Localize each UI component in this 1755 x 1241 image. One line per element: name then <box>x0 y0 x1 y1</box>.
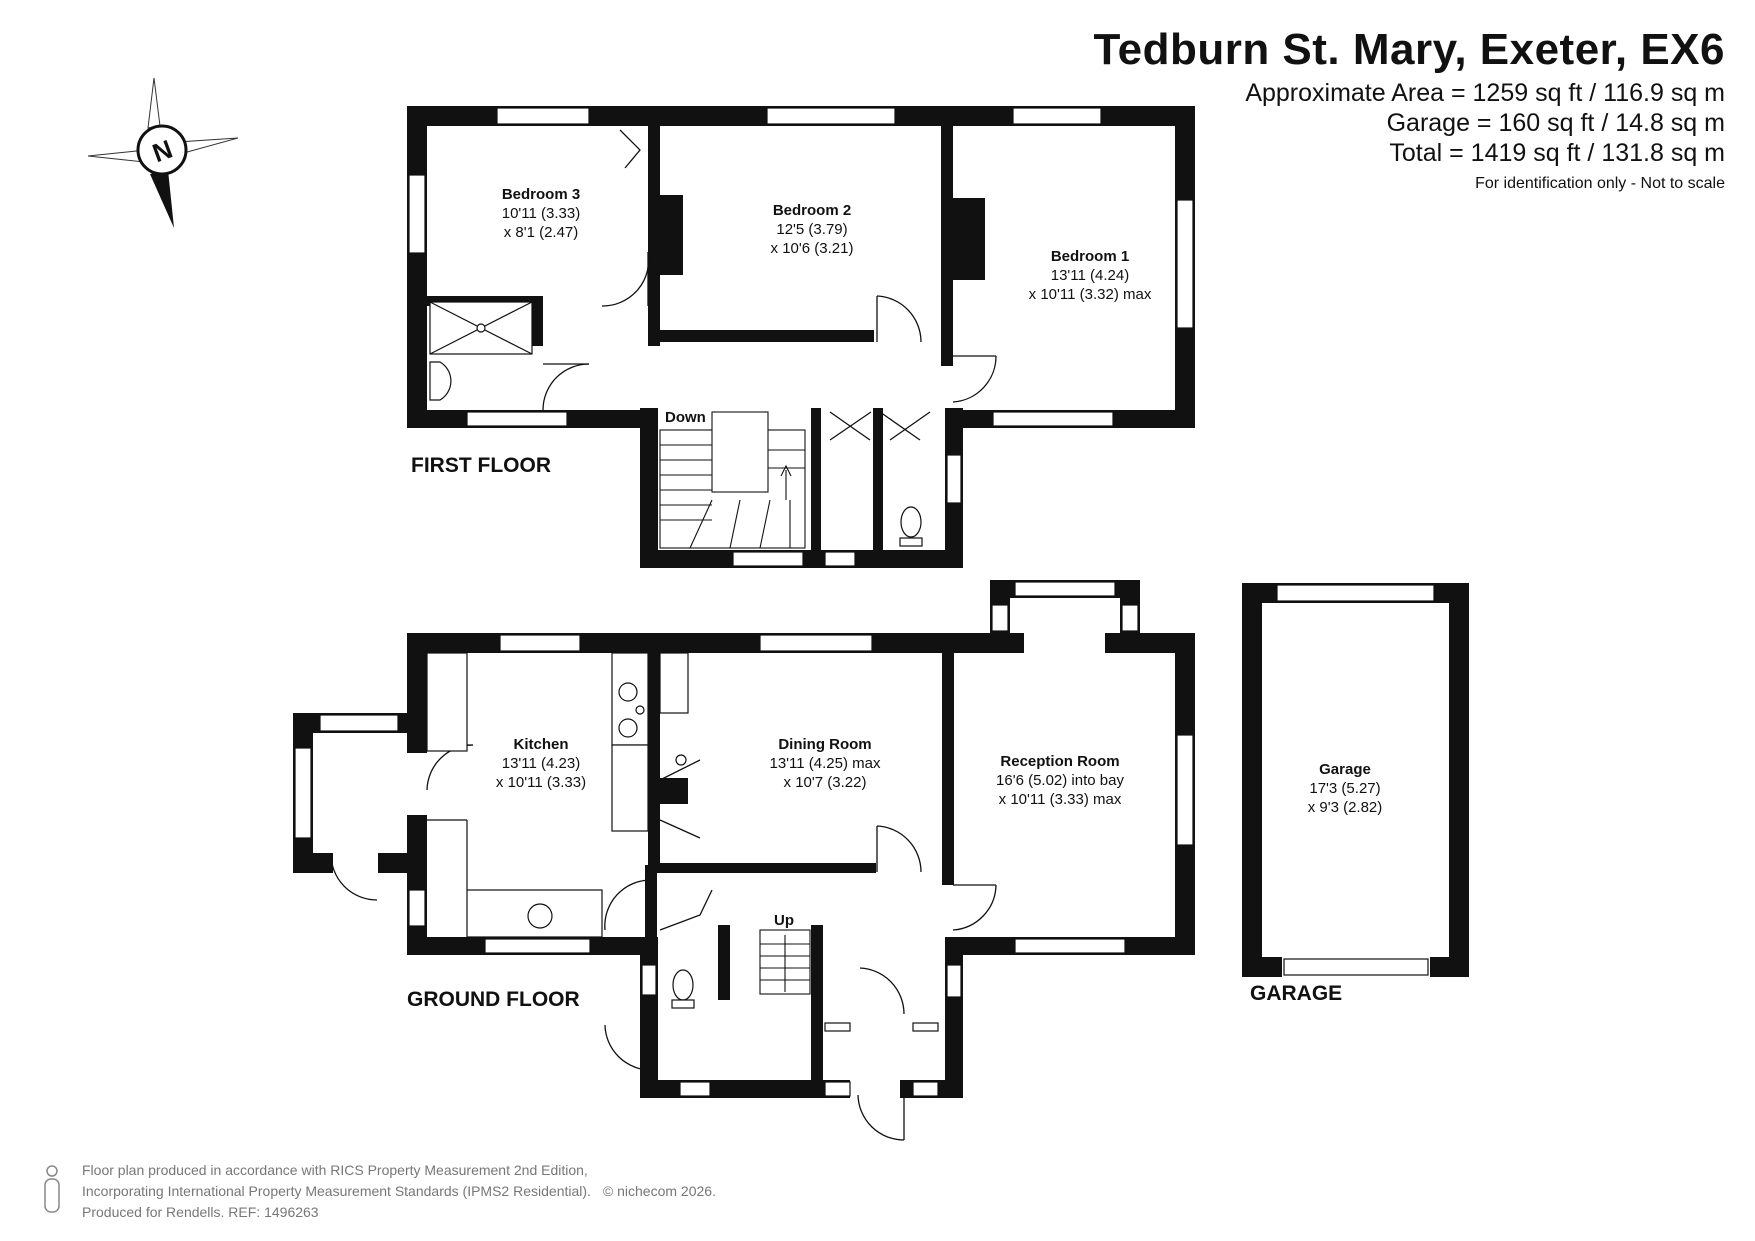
reception-room-dim2: x 10'11 (3.33) max <box>999 791 1122 808</box>
stairs <box>659 411 811 995</box>
copyright: © nichecom 2026. <box>602 1183 716 1199</box>
footer-line-3: Produced for Rendells. REF: 1496263 <box>82 1204 319 1220</box>
footer-line-2: Incorporating International Property Mea… <box>82 1183 591 1199</box>
bedroom1-name: Bedroom 1 <box>1051 248 1129 265</box>
bedroom3-dim2: x 8'1 (2.47) <box>504 224 579 241</box>
fixtures <box>426 301 923 1009</box>
person-icon <box>44 1165 60 1213</box>
garage-floor-label: GARAGE <box>1250 982 1342 1005</box>
bedroom2-dim1: 12'5 (3.79) <box>776 221 847 238</box>
toilet-downstairs-icon <box>672 969 694 1001</box>
first-floor-walls <box>407 106 1195 568</box>
reception-room-name: Reception Room <box>1000 753 1119 770</box>
bedroom3-name: Bedroom 3 <box>502 186 580 203</box>
toilet-upstairs-icon <box>900 506 922 538</box>
garage-name: Garage <box>1319 761 1371 778</box>
bedroom2-name: Bedroom 2 <box>773 202 851 219</box>
property-title: Tedburn St. Mary, Exeter, EX6 <box>1093 25 1725 74</box>
door-swings <box>330 129 997 1141</box>
basin-upstairs-icon <box>429 361 452 401</box>
header: Tedburn St. Mary, Exeter, EX6 Approximat… <box>1093 22 1725 196</box>
bedroom3-dim1: 10'11 (3.33) <box>502 205 580 222</box>
footer: Floor plan produced in accordance with R… <box>82 1160 716 1223</box>
dining-room-dim1: 13'11 (4.25) max <box>770 755 881 772</box>
dining-room-dim2: x 10'7 (3.22) <box>784 774 867 791</box>
garage-dim1: 17'3 (5.27) <box>1309 780 1380 797</box>
kitchen-worktop-right <box>611 744 649 832</box>
reception-room-dim1: 16'6 (5.02) into bay <box>996 772 1124 789</box>
footer-line-1: Floor plan produced in accordance with R… <box>82 1162 588 1178</box>
stairs-down-label: Down <box>665 409 706 426</box>
total-area: Total = 1419 sq ft / 131.8 sq m <box>1389 139 1725 167</box>
windows <box>294 107 1435 1097</box>
bedroom2-dim2: x 10'6 (3.21) <box>771 240 854 257</box>
identification-note: For identification only - Not to scale <box>1475 175 1725 192</box>
shower-drain-icon <box>476 323 486 333</box>
ground-floor-label: GROUND FLOOR <box>407 988 580 1011</box>
kitchen-dim2: x 10'11 (3.33) <box>496 774 586 791</box>
garage-dim2: x 9'3 (2.82) <box>1308 799 1383 816</box>
kitchen-dim1: 13'11 (4.23) <box>502 755 580 772</box>
compass-rose-icon: N <box>88 78 238 228</box>
first-floor-label: FIRST FLOOR <box>411 454 551 477</box>
kitchen-worktop-left <box>426 652 468 752</box>
kitchen-sink-icon <box>527 903 553 929</box>
stairs-up-label: Up <box>774 912 794 929</box>
dining-room-name: Dining Room <box>778 736 871 753</box>
bedroom1-dim1: 13'11 (4.24) <box>1051 267 1129 284</box>
footer-line-2-row: Incorporating International Property Mea… <box>82 1181 716 1202</box>
kitchen-name: Kitchen <box>513 736 568 753</box>
approximate-area: Approximate Area = 1259 sq ft / 116.9 sq… <box>1245 79 1725 107</box>
bedroom1-dim2: x 10'11 (3.32) max <box>1029 286 1152 303</box>
utility-unit <box>659 652 689 714</box>
garage-area: Garage = 160 sq ft / 14.8 sq m <box>1386 109 1725 137</box>
